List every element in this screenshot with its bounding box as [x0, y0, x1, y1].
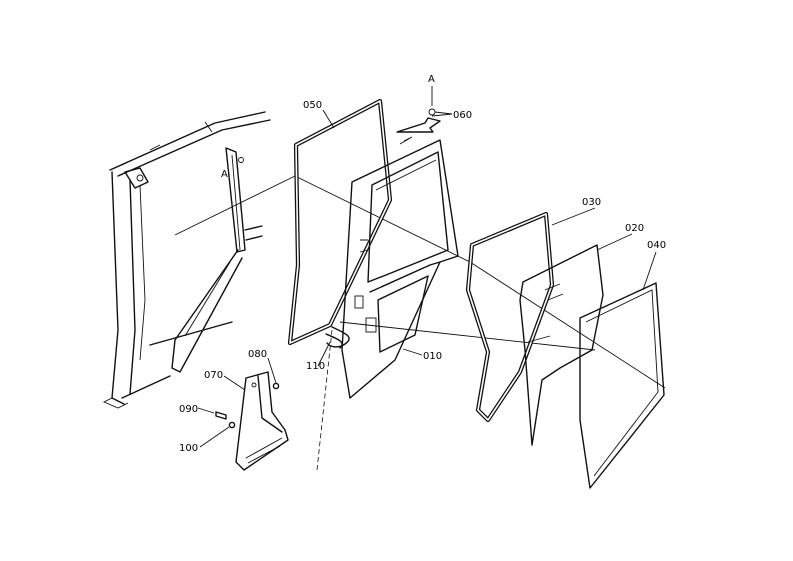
callout-060: 060: [453, 110, 472, 121]
cab-frame: A: [102, 111, 271, 409]
callout-100: 100: [179, 443, 198, 454]
glass-040: [579, 282, 665, 489]
callout-080: 080: [248, 349, 267, 360]
door-frame-010: [341, 139, 459, 399]
callout-020: 020: [625, 223, 644, 234]
callout-010: 010: [423, 351, 442, 362]
leader-lines: [197, 109, 657, 448]
callout-070: 070: [204, 370, 223, 381]
callout-040: 040: [647, 240, 666, 251]
clip-view-mark: A: [428, 74, 435, 85]
washer-100: [228, 421, 236, 429]
callout-labels: 050 060 030 020 040 010 110 080 070 090 …: [179, 100, 666, 454]
callout-090: 090: [179, 404, 198, 415]
handle-110: [325, 326, 350, 349]
callout-050: 050: [303, 100, 322, 111]
clip-060: A: [396, 74, 453, 145]
callout-110: 110: [306, 361, 325, 372]
bracket-070: [235, 371, 289, 471]
screw-080: [272, 382, 280, 390]
frame-view-mark: A: [221, 169, 228, 180]
bolt-090: [215, 411, 227, 420]
explode-axis-lines: [174, 175, 666, 471]
callout-030: 030: [582, 197, 601, 208]
glass-020: [519, 244, 604, 446]
seal-030: [465, 211, 555, 423]
door-seal-050: [287, 98, 393, 346]
